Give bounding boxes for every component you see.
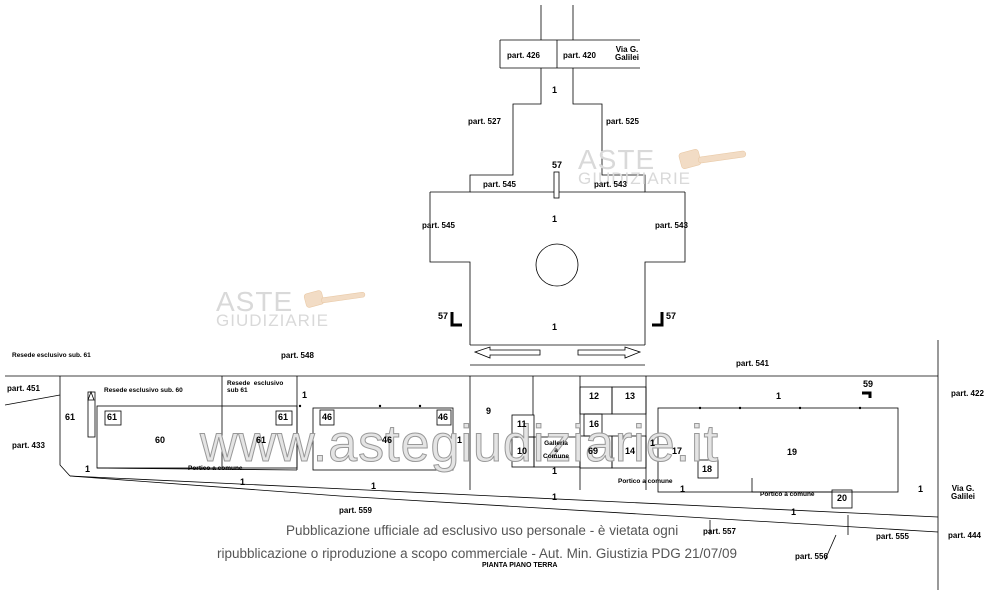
room-number: 1 (457, 435, 463, 445)
room-number: 61 (65, 412, 76, 422)
room-number: 16 (589, 419, 600, 429)
room-number: 1 (791, 507, 797, 517)
room-number: 61 (278, 412, 289, 422)
parcel-label: part. 527 (468, 117, 501, 126)
room-number: 46 (322, 412, 333, 422)
room-number: 69 (588, 446, 599, 456)
parcel-label: part. 545 (422, 221, 455, 230)
watermark-site: www.astegiudiziarie.it (199, 415, 720, 473)
parcel-label: part. 541 (736, 359, 769, 368)
room-number: 59 (863, 379, 874, 389)
watermark-aste: ASTE (216, 286, 294, 317)
parcel-label: part. 422 (951, 389, 984, 398)
room-number: 1 (552, 322, 558, 332)
room-number: 20 (837, 493, 848, 503)
room-number: 46 (438, 412, 449, 422)
parcel-label: part. 555 (876, 532, 909, 541)
room-number: 1 (650, 438, 656, 448)
parcel-label: part. 543 (655, 221, 688, 230)
street-label: Via G. Galilei (615, 45, 640, 62)
room-number: 9 (486, 406, 492, 416)
room-number: 60 (155, 435, 166, 445)
parcel-label: part. 444 (948, 531, 981, 540)
plan-title: PIANTA PIANO TERRA (482, 562, 558, 569)
watermark-logo-top: ASTE GIUDIZIARIE (578, 144, 692, 188)
room-number: 17 (672, 446, 683, 456)
area-label: Resede esclusivo sub. 60 (104, 387, 183, 394)
room-number: 1 (776, 391, 782, 401)
room-number: 11 (517, 419, 527, 429)
street-label: Via G. Galilei (951, 484, 976, 501)
room-number: 57 (666, 311, 677, 321)
room-number: 19 (787, 447, 798, 457)
area-label: Resede esclusivo sub. 61 (12, 352, 91, 359)
parcel-label: part. 548 (281, 351, 314, 360)
room-number: 1 (302, 390, 308, 400)
parcel-label: part. 451 (7, 384, 40, 393)
watermark-logo-left: ASTE GIUDIZIARIE (216, 286, 330, 330)
area-label: Portico a comune (188, 465, 243, 472)
watermark-giudiziarie: GIUDIZIARIE (216, 311, 330, 330)
room-number: 12 (589, 391, 600, 401)
room-number: 1 (552, 466, 558, 476)
area-label: Galleria a Comune (543, 440, 569, 460)
area-label: Resede esclusivo sub 61 (227, 380, 284, 394)
parcel-label: part. 420 (563, 51, 596, 60)
room-number: 57 (438, 311, 449, 321)
parcel-label: part. 426 (507, 51, 540, 60)
parcel-label: part. 525 (606, 117, 639, 126)
room-number: 10 (517, 446, 528, 456)
parcel-label: part. 556 (795, 552, 828, 561)
room-number: 61 (256, 435, 267, 445)
room-number: 1 (240, 477, 246, 487)
room-number: 1 (85, 464, 91, 474)
room-number: 1 (552, 85, 558, 95)
room-number: 13 (625, 391, 636, 401)
room-number: 1 (552, 214, 558, 224)
parcel-label: part. 433 (12, 441, 45, 450)
legal-notice-line-1: Pubblicazione ufficiale ad esclusivo uso… (286, 523, 679, 538)
room-number: 1 (918, 484, 924, 494)
room-number: 1 (680, 484, 686, 494)
parcel-label: part. 559 (339, 506, 372, 515)
watermark-giudiziarie: GIUDIZIARIE (578, 169, 692, 188)
area-label: Portico a comune (760, 491, 815, 498)
room-number: 18 (702, 464, 713, 474)
parcel-label: part. 545 (483, 180, 516, 189)
parcel-label: part. 557 (703, 527, 736, 536)
legal-notice-line-2: ripubblicazione o riproduzione a scopo c… (217, 546, 738, 561)
parcel-label: part. 543 (594, 180, 627, 189)
room-number: 61 (107, 412, 118, 422)
room-number: 1 (371, 481, 377, 491)
watermark-aste: ASTE (578, 144, 656, 175)
room-number: 1 (552, 492, 558, 502)
area-label: Portico a comune (618, 478, 673, 485)
room-number: 14 (625, 446, 636, 456)
room-number: 57 (552, 160, 563, 170)
room-number: 46 (382, 435, 393, 445)
